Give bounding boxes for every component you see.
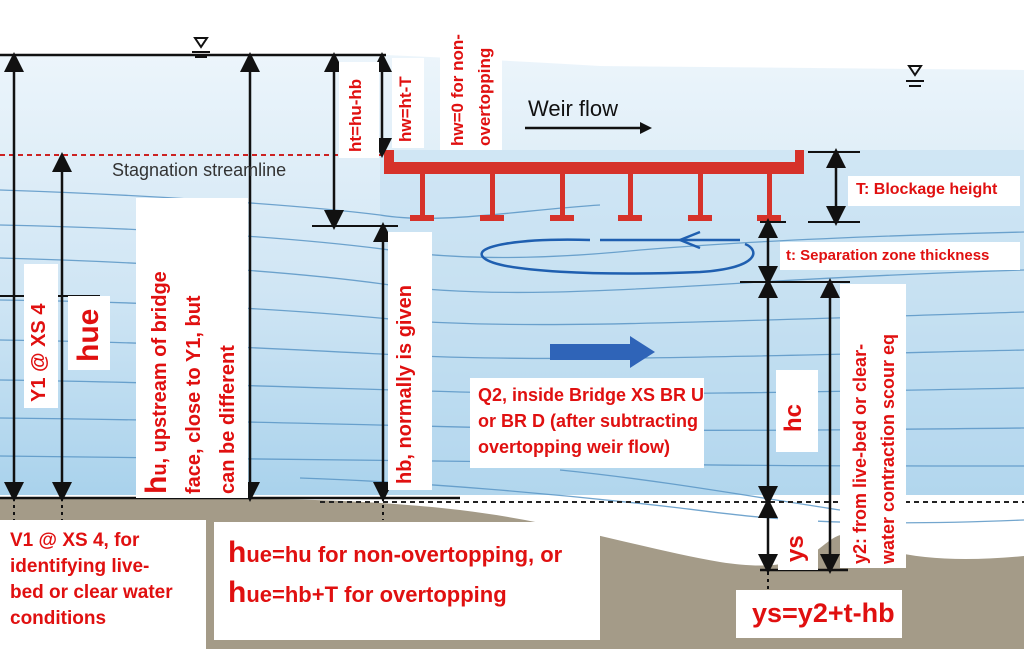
y1-label: Y1 @ XS 4 xyxy=(28,303,50,402)
y2-line-2: water contraction scour eq xyxy=(878,333,898,564)
hw-zero-line-1: hw=0 for non- xyxy=(448,34,467,146)
v1-note-box xyxy=(0,520,206,649)
separation-eddy xyxy=(480,230,755,275)
hu-line-1: hu, upstream of bridge xyxy=(140,271,177,494)
v1-note-line-4: conditions xyxy=(10,608,107,629)
water-surface-symbol-downstream xyxy=(906,65,924,87)
hue-note-line-1-h: h xyxy=(228,536,247,569)
ys-formula: ys=y2+t-hb xyxy=(752,598,895,628)
y2-label: y2: from live-bed or clear- water contra… xyxy=(846,334,902,564)
hw-t-label-box xyxy=(392,58,424,148)
weir-flow-label: Weir flow xyxy=(528,96,619,121)
hu-line-1-text: u, upstream of bridge xyxy=(149,271,171,476)
hue-label-box xyxy=(68,296,110,370)
v1-note-line-1: V1 @ XS 4, for xyxy=(10,530,140,551)
hue-note-line-2-h: h xyxy=(228,576,247,609)
bridge-deck xyxy=(384,150,804,221)
stagnation-label: Stagnation streamline xyxy=(112,160,287,180)
hw-zero-label: hw=0 for non- overtopping xyxy=(444,34,498,146)
dimension-arrows xyxy=(4,52,846,574)
hue-note-line-2: hue=hb+T for overtopping xyxy=(228,574,562,614)
hc-label: hc xyxy=(780,403,807,432)
y2-label-box xyxy=(840,284,906,568)
hue-note-box xyxy=(214,522,600,640)
ht-label-box xyxy=(339,62,379,158)
ys-label: ys xyxy=(782,535,809,562)
hue-note-line-2-text: ue=hb+T for overtopping xyxy=(246,582,507,607)
hue-note: hue=hu for non-overtopping, or hue=hb+T … xyxy=(228,534,562,614)
ht-label: ht=hu-hb xyxy=(346,78,365,152)
v1-note: V1 @ XS 4, for identifying live- bed or … xyxy=(10,528,173,632)
hu-label-box xyxy=(136,198,248,498)
hu-label: hu, upstream of bridge face, close to Y1… xyxy=(140,271,245,494)
hu-line-1-h: h xyxy=(140,475,173,494)
v1-note-line-3: bed or clear water xyxy=(10,582,173,603)
hb-label: hb, normally is given xyxy=(394,285,416,484)
ys-formula-box xyxy=(736,590,902,638)
hw-t-label: hw=ht-T xyxy=(396,76,415,142)
separation-label-box xyxy=(780,242,1020,270)
hw-zero-label-box xyxy=(440,8,502,150)
q2-line-3: overtopping weir flow) xyxy=(478,437,670,457)
q2-line-2: or BR D (after subtracting xyxy=(478,411,699,431)
hb-label-box xyxy=(388,232,432,490)
q2-arrow xyxy=(550,336,655,368)
water-surface-symbol-upstream xyxy=(192,37,210,58)
v1-note-line-2: identifying live- xyxy=(10,556,150,577)
y2-line-1: y2: from live-bed or clear- xyxy=(850,343,870,564)
y1-label-box xyxy=(24,264,58,408)
hue-label: hue xyxy=(72,308,105,362)
hc-label-box xyxy=(776,370,818,452)
hue-note-line-1-text: ue=hu for non-overtopping, or xyxy=(246,542,563,567)
hu-line-2: face, close to Y1, but xyxy=(183,295,205,494)
hw-zero-line-2: overtopping xyxy=(475,47,494,146)
blockage-label-box xyxy=(848,176,1020,206)
hue-note-line-1: hue=hu for non-overtopping, or xyxy=(228,534,562,574)
hu-line-3: can be different xyxy=(217,345,239,494)
separation-label: t: Separation zone thickness xyxy=(786,247,990,264)
blockage-label: T: Blockage height xyxy=(856,181,998,198)
q2-line-1: Q2, inside Bridge XS BR U xyxy=(478,385,705,405)
q2-label: Q2, inside Bridge XS BR U or BR D (after… xyxy=(478,382,704,460)
q2-label-box xyxy=(470,378,704,468)
ys-label-box xyxy=(778,508,818,570)
